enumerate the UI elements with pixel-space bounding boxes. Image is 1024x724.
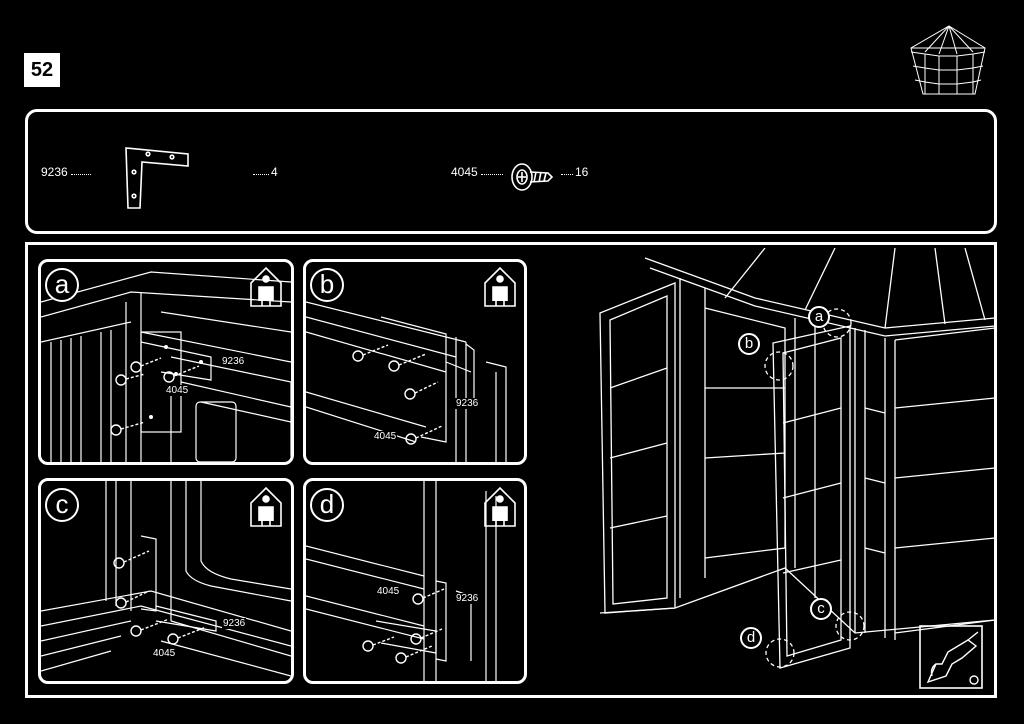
step-number: 52 bbox=[24, 53, 60, 87]
person-house-icon bbox=[482, 485, 518, 529]
detail-label-b: b bbox=[310, 268, 344, 302]
parts-list bbox=[25, 109, 997, 234]
detail-c-part-9236: 9236 bbox=[222, 618, 247, 629]
detail-d-part-4045: 4045 bbox=[376, 586, 401, 597]
detail-a-part-4045: 4045 bbox=[165, 385, 190, 396]
person-house-icon bbox=[482, 265, 518, 309]
leader-dots bbox=[71, 174, 91, 175]
detail-label-c: c bbox=[45, 488, 79, 522]
detail-label-d: d bbox=[310, 488, 344, 522]
part-code-4045: 4045 bbox=[451, 165, 478, 179]
assembly-stage bbox=[25, 242, 997, 698]
overview-callout-b: b bbox=[738, 333, 760, 355]
person-house-icon bbox=[248, 485, 284, 529]
drill-icon bbox=[918, 624, 984, 690]
overview-callout-c: c bbox=[810, 598, 832, 620]
detail-d-part-9236: 9236 bbox=[455, 593, 480, 604]
part-quantity-4045: 16 bbox=[575, 165, 589, 179]
greenhouse-thumbnail-icon bbox=[905, 22, 993, 100]
leader-dots bbox=[253, 174, 269, 175]
detail-panel-a bbox=[38, 259, 294, 465]
overview-callout-d: d bbox=[740, 627, 762, 649]
detail-c-part-4045: 4045 bbox=[152, 648, 177, 659]
leader-dots bbox=[481, 174, 503, 175]
detail-b-part-4045: 4045 bbox=[373, 431, 398, 442]
detail-label-a: a bbox=[45, 268, 79, 302]
part-quantity-9236: 4 bbox=[271, 165, 278, 179]
screw-icon bbox=[508, 160, 554, 194]
person-house-icon bbox=[248, 265, 284, 309]
detail-b-part-9236: 9236 bbox=[455, 398, 480, 409]
overview-callout-a: a bbox=[808, 306, 830, 328]
part-code-9236: 9236 bbox=[41, 165, 68, 179]
leader-dots bbox=[561, 174, 573, 175]
corner-bracket-icon bbox=[120, 144, 192, 214]
greenhouse-overview bbox=[595, 248, 995, 694]
detail-a-part-9236: 9236 bbox=[221, 356, 246, 367]
